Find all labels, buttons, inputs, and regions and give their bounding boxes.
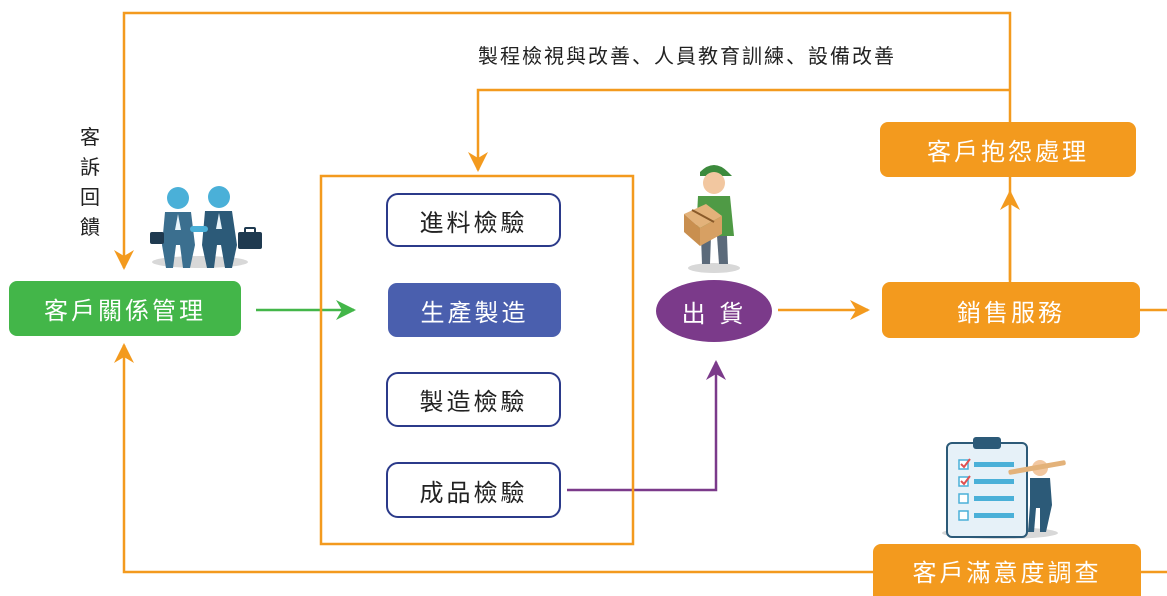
sales-service-node: 銷售服務: [882, 282, 1140, 338]
complaint-handling-node: 客戶抱怨處理: [880, 122, 1136, 177]
handshake-people-icon: [150, 186, 262, 268]
side-feedback-char: 回: [80, 185, 100, 209]
production-node: 生產製造: [388, 283, 561, 337]
process-inspection-node: 製造檢驗: [386, 372, 561, 427]
shipping-node: 出 貨: [656, 280, 772, 342]
side-feedback-char: 饋: [80, 215, 100, 239]
side-feedback-label: 客 訴 回 饋: [78, 122, 102, 242]
inspection-to-shipping-arrow: [567, 360, 726, 492]
survey-feedback-line: [114, 343, 1167, 574]
top-feedback-label: 製程檢視與改善、人員教育訓練、設備改善: [478, 44, 896, 68]
incoming-inspection-node: 進料檢驗: [386, 193, 561, 247]
side-feedback-char: 訴: [80, 155, 100, 179]
satisfaction-survey-node: 客戶滿意度調查: [873, 544, 1141, 596]
clipboard-survey-icon: [942, 437, 1066, 539]
side-feedback-char: 客: [80, 125, 100, 149]
crm-node: 客戶關係管理: [9, 281, 241, 336]
improvement-feedback-line: [468, 88, 1010, 172]
production-process-frame: [319, 174, 635, 546]
delivery-man-icon: [684, 165, 740, 273]
final-inspection-node: 成品檢驗: [386, 462, 561, 518]
